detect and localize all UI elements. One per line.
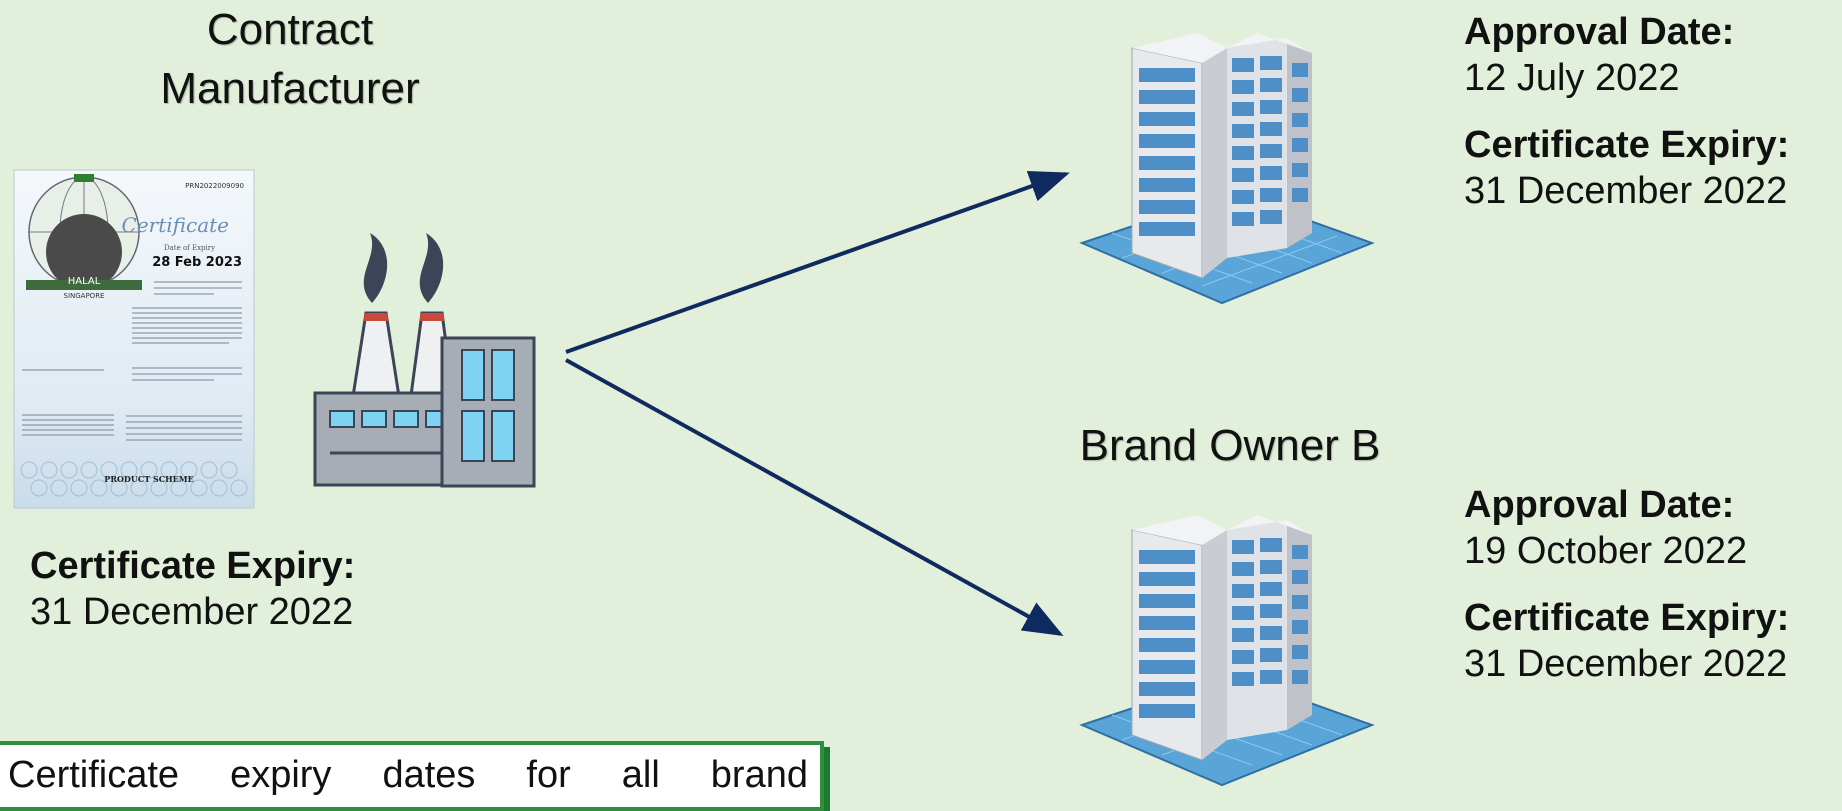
svg-text:SINGAPORE: SINGAPORE xyxy=(64,292,105,300)
manufacturer-expiry-value: 31 December 2022 xyxy=(30,590,354,633)
manufacturer-title-text: Contract Manufacturer xyxy=(160,5,420,114)
halal-certificate-image: HALAL SINGAPORE PRN2022009090 Certificat… xyxy=(13,169,255,509)
brand-a-approval-value: 12 July 2022 xyxy=(1464,56,1680,99)
brand-a-approval-label: Approval Date: xyxy=(1464,11,1735,53)
brand-a-expiry-value: 31 December 2022 xyxy=(1464,169,1788,212)
brand-b-expiry-value: 31 December 2022 xyxy=(1464,642,1788,685)
brand-b-details: Approval Date: 19 October 2022 Certifica… xyxy=(1464,483,1789,687)
brand-b-title-text: Brand Owner B xyxy=(1079,421,1381,470)
arrow-to-brand-b xyxy=(565,358,1064,636)
building-icon-brand-b xyxy=(1079,515,1375,787)
certificate-scheme: PRODUCT SCHEME xyxy=(104,474,193,484)
arrow-to-brand-a xyxy=(565,171,1070,354)
svg-text:HALAL: HALAL xyxy=(68,276,101,287)
factory-icon xyxy=(313,233,536,488)
brand-b-approval-value: 19 October 2022 xyxy=(1464,529,1748,572)
brand-b-approval-label: Approval Date: xyxy=(1464,484,1735,526)
building-icon-brand-a xyxy=(1079,33,1375,305)
brand-b-title: Brand Owner B xyxy=(1050,416,1410,475)
brand-b-expiry-label: Certificate Expiry: xyxy=(1464,597,1790,640)
certificate-ref: PRN2022009090 xyxy=(185,182,244,190)
brand-a-details: Approval Date: 12 July 2022 Certificate … xyxy=(1464,10,1789,214)
note-text: Certificate expiry dates for all brand xyxy=(8,754,808,796)
manufacturer-expiry-label: Certificate Expiry: xyxy=(30,545,356,587)
certificate-date-value: 28 Feb 2023 xyxy=(152,255,242,270)
arrows-connector xyxy=(565,171,1070,636)
note-box: Certificate expiry dates for all brand xyxy=(0,741,824,811)
manufacturer-expiry: Certificate Expiry: 31 December 2022 xyxy=(30,544,355,635)
globe-seal-icon: HALAL SINGAPORE xyxy=(26,174,142,300)
certificate-heading: Certificate xyxy=(122,213,229,237)
certificate-date-label: Date of Expiry xyxy=(164,244,215,252)
brand-a-expiry-label: Certificate Expiry: xyxy=(1464,124,1790,167)
manufacturer-title: Contract Manufacturer xyxy=(110,0,470,119)
